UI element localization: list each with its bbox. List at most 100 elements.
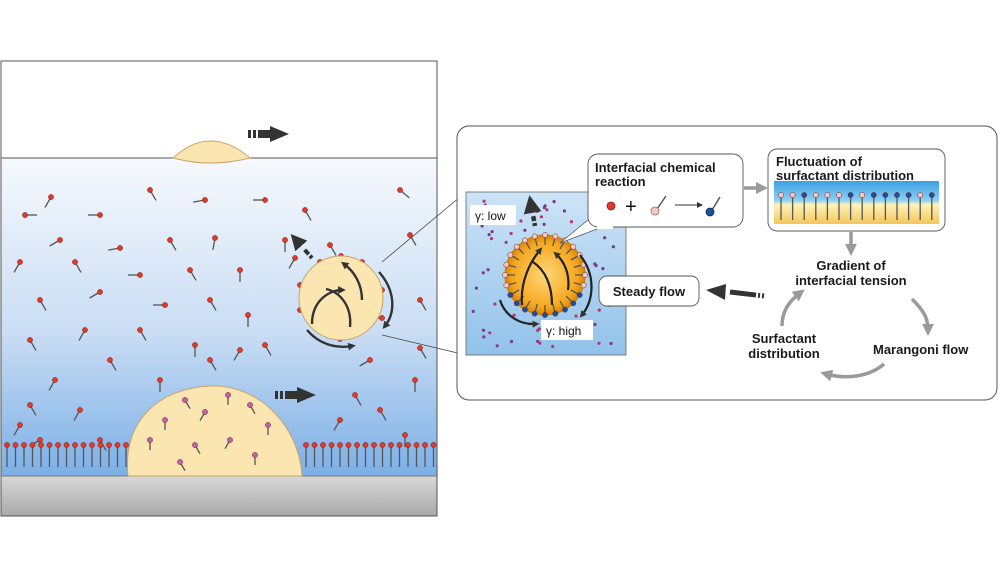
surfactant-distribution-line1: Surfactant bbox=[752, 331, 817, 346]
surfactant-molecule-icon bbox=[13, 259, 23, 273]
reaction-label-line1: Interfacial chemical bbox=[595, 160, 716, 175]
surfactant-molecule-icon bbox=[503, 261, 517, 268]
surfactant-molecule-icon bbox=[97, 442, 104, 467]
solute-dot bbox=[490, 230, 494, 234]
solute-dot bbox=[562, 209, 567, 213]
red-reactant-icon bbox=[606, 201, 616, 211]
surfactant-molecule-icon bbox=[288, 255, 298, 269]
flow-arrow-icon bbox=[310, 286, 346, 325]
surfactant-molecule-icon bbox=[46, 442, 53, 467]
surfactant-molecule-icon bbox=[29, 442, 36, 467]
surfactant-molecule-icon bbox=[552, 303, 559, 317]
solute-dot bbox=[593, 322, 597, 327]
bottom-droplet bbox=[126, 385, 303, 477]
surfactant-molecule-icon bbox=[237, 267, 243, 282]
solute-dot bbox=[552, 200, 556, 204]
surfactant-molecule-icon bbox=[187, 267, 197, 281]
surfactant-molecule-icon bbox=[513, 243, 525, 255]
surfactant-molecule-icon bbox=[575, 272, 588, 278]
surfactant-molecule-icon bbox=[778, 192, 784, 220]
flow-arrow-icon bbox=[553, 251, 570, 291]
surfactant-molecule-icon bbox=[88, 212, 103, 218]
surfactant-molecule-icon bbox=[55, 442, 61, 467]
surfactant-molecule-icon bbox=[207, 357, 217, 371]
surfactant-molecule-icon bbox=[894, 192, 900, 220]
surfactant-molecule-icon bbox=[167, 237, 177, 251]
surfactant-molecule-icon bbox=[207, 297, 217, 311]
surfactant-molecule-icon bbox=[320, 442, 326, 467]
surfactant-molecule-icon bbox=[812, 192, 819, 220]
solute-dot bbox=[523, 228, 527, 232]
solute-dot bbox=[597, 341, 601, 345]
solute-dot bbox=[487, 233, 491, 237]
solute-dot bbox=[519, 219, 523, 223]
solute-dot bbox=[542, 222, 546, 226]
surfactant-molecule-icon bbox=[573, 282, 587, 289]
surfactant-molecule-icon bbox=[430, 442, 437, 467]
surfactant-molecule-icon bbox=[882, 192, 889, 220]
surfactant-molecule-icon bbox=[859, 192, 866, 220]
surface-motion-arrow-icon bbox=[248, 126, 289, 142]
solute-dot bbox=[486, 268, 490, 272]
surfactant-molecule-icon bbox=[13, 422, 23, 436]
surfactant-molecule-icon bbox=[502, 272, 515, 278]
flow-arrow-icon bbox=[306, 329, 356, 351]
surfactant-molecule-icon bbox=[570, 289, 583, 298]
solute-dot bbox=[551, 344, 555, 349]
surfactant-molecule-icon bbox=[531, 303, 538, 317]
surfactant-molecule-icon bbox=[917, 192, 924, 220]
surfactant-molecules bbox=[4, 187, 437, 471]
zoom-line bbox=[381, 334, 467, 356]
solute-dot bbox=[593, 262, 597, 266]
solute-dot bbox=[471, 309, 475, 313]
surfactant-molecule-icon bbox=[162, 417, 168, 430]
inset-flow-arrows bbox=[498, 195, 593, 328]
steady-flow-arrow-icon bbox=[706, 284, 765, 300]
surfactant-molecule-icon bbox=[247, 402, 256, 414]
surfactant-molecule-icon bbox=[123, 442, 129, 467]
solute-dot bbox=[536, 328, 540, 332]
flow-arrow-icon bbox=[378, 271, 394, 330]
gamma-low-box bbox=[470, 205, 516, 225]
surfactant-molecule-icon bbox=[311, 442, 318, 467]
surfactant-molecule-icon bbox=[192, 342, 198, 357]
glass-floor bbox=[1, 476, 437, 516]
surfactant-molecule-icon bbox=[153, 302, 168, 308]
plus-icon: + bbox=[625, 196, 637, 218]
surfactant-molecule-icon bbox=[177, 459, 186, 471]
solute-dot bbox=[611, 245, 616, 249]
surfactant-molecule-icon bbox=[108, 245, 123, 251]
flow-arrow-icon bbox=[520, 247, 543, 306]
solute-dot bbox=[542, 206, 546, 210]
surfactant-molecule-icon bbox=[522, 237, 531, 250]
bottom-motion-arrow-icon bbox=[275, 387, 316, 403]
reaction-scheme: + bbox=[606, 195, 721, 218]
flow-arrow-icon bbox=[579, 254, 593, 318]
surfactant-molecule-icon bbox=[73, 407, 83, 421]
flow-arrow-icon bbox=[325, 287, 352, 328]
surfactant-molecule-icon bbox=[413, 442, 420, 467]
surface-droplet bbox=[171, 140, 252, 164]
surfactant-molecule-icon bbox=[27, 402, 37, 416]
surfactant-molecule-icon bbox=[49, 237, 63, 247]
surfactant-molecule-icon bbox=[147, 187, 157, 201]
surfactant-molecule-icon bbox=[402, 432, 408, 447]
surfactant-molecule-icon bbox=[565, 243, 577, 255]
surfactant-molecule-icon bbox=[302, 207, 312, 221]
surfactant-molecule-icon bbox=[182, 397, 191, 409]
solute-dot bbox=[482, 199, 486, 203]
pink-reactant-icon bbox=[650, 206, 660, 216]
zoom-line bbox=[381, 191, 467, 263]
surfactant-molecule-icon bbox=[253, 197, 268, 203]
surfactant-molecule-icon bbox=[44, 194, 54, 208]
surfactant-molecule-icon bbox=[354, 442, 360, 467]
surfactant-molecule-icon bbox=[801, 192, 808, 220]
solute-dot bbox=[504, 240, 508, 244]
surfactant-molecule-icon bbox=[72, 259, 82, 273]
solute-dot bbox=[574, 314, 578, 318]
left-panel bbox=[0, 60, 438, 517]
flow-arrow-icon bbox=[532, 261, 554, 306]
flow-arrow-icon bbox=[340, 261, 364, 301]
cycle-arrow-icon bbox=[780, 289, 805, 327]
surfactant-molecule-icon bbox=[928, 192, 935, 220]
